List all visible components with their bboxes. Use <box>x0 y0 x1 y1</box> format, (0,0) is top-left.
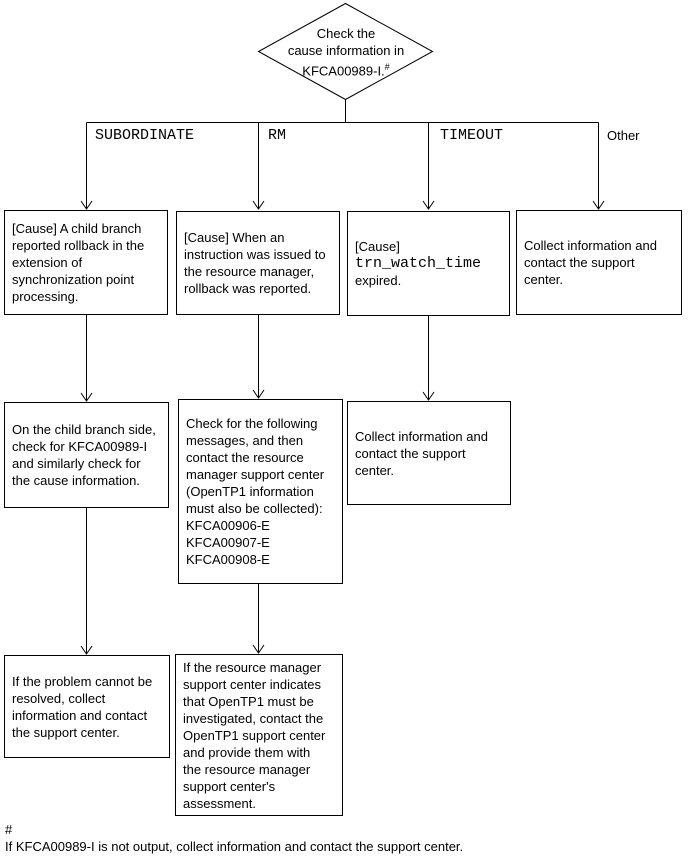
action-box-problem-unresolved: If the problem cannot be resolved, colle… <box>4 655 170 758</box>
action-box-collect-info-text: Collect information and contact the supp… <box>355 428 488 478</box>
cause-box-rm: [Cause] When an instruction was issued t… <box>176 211 340 315</box>
cause-box-rm-text: [Cause] When an instruction was issued t… <box>184 230 326 296</box>
cause-box-timeout: [Cause] trn_watch_time expired. <box>347 211 510 316</box>
footnote: # If KFCA00989-I is not output, collect … <box>5 821 463 855</box>
footnote-ref-icon: # <box>384 62 390 72</box>
trn-watch-time-parameter: trn_watch_time <box>355 255 482 272</box>
cause-box-timeout-text: [Cause] trn_watch_time expired. <box>355 238 481 289</box>
cause-box-timeout-line3: expired. <box>355 273 402 288</box>
action-box-rm-support-center-text: If the resource manager support center i… <box>183 659 326 811</box>
branch-label-other: Other <box>607 128 640 143</box>
arrow-col1-row3 <box>80 645 93 655</box>
decision-node: Check the cause information in KFCA00989… <box>258 25 434 79</box>
cause-box-subordinate-text: [Cause] A child branch reported rollback… <box>12 221 145 304</box>
action-box-rm-support-center: If the resource manager support center i… <box>175 654 343 816</box>
action-box-check-messages-text: Check for the following messages, and th… <box>186 416 325 567</box>
footnote-marker: # <box>5 822 13 837</box>
arrow-col2-row2 <box>252 389 265 399</box>
branch-tree-lines <box>86 99 599 653</box>
action-box-problem-unresolved-text: If the problem cannot be resolved, colle… <box>12 673 153 740</box>
decision-line-2: cause information in <box>287 43 405 58</box>
footnote-text: If KFCA00989-I is not output, collect in… <box>5 839 464 854</box>
action-box-other-text: Collect information and contact the supp… <box>524 238 657 287</box>
arrow-branch-rm <box>252 200 265 210</box>
action-box-child-branch-check: On the child branch side, check for KFCA… <box>4 402 169 508</box>
branch-label-rm: RM <box>268 127 287 144</box>
action-box-collect-info: Collect information and contact the supp… <box>347 401 511 505</box>
arrow-col2-row3 <box>252 644 265 654</box>
action-box-child-branch-check-text: On the child branch side, check for KFCA… <box>12 422 156 488</box>
action-box-other: Collect information and contact the supp… <box>516 210 682 315</box>
decision-line-3: KFCA00989-I.# <box>258 59 434 79</box>
arrow-col1-row2 <box>80 392 93 402</box>
arrowheads <box>80 200 605 655</box>
decision-line-1: Check the <box>316 26 376 41</box>
branch-label-timeout: TIMEOUT <box>440 127 504 144</box>
arrow-branch-timeout <box>422 200 435 210</box>
arrow-branch-other <box>592 200 605 210</box>
action-box-check-messages: Check for the following messages, and th… <box>178 399 343 584</box>
decision-message-id: KFCA00989-I. <box>302 63 385 79</box>
cause-box-subordinate: [Cause] A child branch reported rollback… <box>4 210 168 315</box>
branch-label-subordinate: SUBORDINATE <box>95 127 195 144</box>
arrow-branch-subordinate <box>80 200 93 210</box>
cause-box-timeout-line1: [Cause] <box>355 239 400 254</box>
arrow-col3-row2 <box>422 391 435 401</box>
